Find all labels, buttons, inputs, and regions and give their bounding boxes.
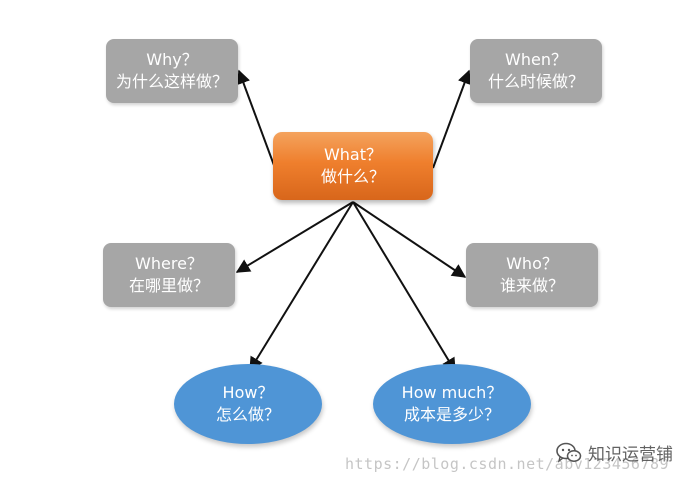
what-central-box: What？ 做什么？ bbox=[273, 132, 433, 200]
howmuch-title: How much？ bbox=[401, 383, 503, 402]
arrow-what-to-why bbox=[236, 69, 276, 169]
why-box: Why？ 为什么这样做？ bbox=[106, 39, 238, 103]
where-title: Where？ bbox=[135, 254, 203, 273]
watermark-url: https://blog.csdn.net/abv123456789 bbox=[345, 455, 670, 473]
what-subtitle: 做什么？ bbox=[320, 167, 385, 186]
how-ellipse: How？ 怎么做？ bbox=[174, 364, 322, 444]
arrow-what-to-when bbox=[432, 69, 472, 169]
why-subtitle: 为什么这样做？ bbox=[115, 72, 228, 91]
who-box: Who？ 谁来做？ bbox=[466, 243, 598, 307]
where-box: Where？ 在哪里做？ bbox=[103, 243, 235, 307]
when-box: When？ 什么时候做？ bbox=[470, 39, 602, 103]
how-title: How？ bbox=[222, 383, 274, 402]
what-title: What？ bbox=[323, 145, 383, 164]
wechat-icon bbox=[556, 442, 582, 463]
arrow-what-to-who bbox=[352, 201, 467, 278]
who-subtitle: 谁来做？ bbox=[499, 276, 564, 295]
when-title: When？ bbox=[505, 50, 567, 69]
arrow-what-to-howmuch bbox=[352, 201, 456, 373]
watermark-brand: 知识运营铺 bbox=[556, 440, 673, 465]
howmuch-subtitle: 成本是多少？ bbox=[403, 405, 500, 424]
why-title: Why？ bbox=[146, 50, 198, 69]
how-subtitle: 怎么做？ bbox=[215, 405, 280, 424]
howmuch-ellipse: How much？ 成本是多少？ bbox=[373, 364, 531, 444]
where-subtitle: 在哪里做？ bbox=[128, 276, 209, 295]
when-subtitle: 什么时候做？ bbox=[487, 72, 584, 91]
arrow-what-to-where bbox=[235, 201, 354, 273]
arrow-what-to-how bbox=[249, 201, 354, 372]
who-title: Who？ bbox=[506, 254, 558, 273]
watermark-brand-label: 知识运营铺 bbox=[588, 445, 673, 465]
